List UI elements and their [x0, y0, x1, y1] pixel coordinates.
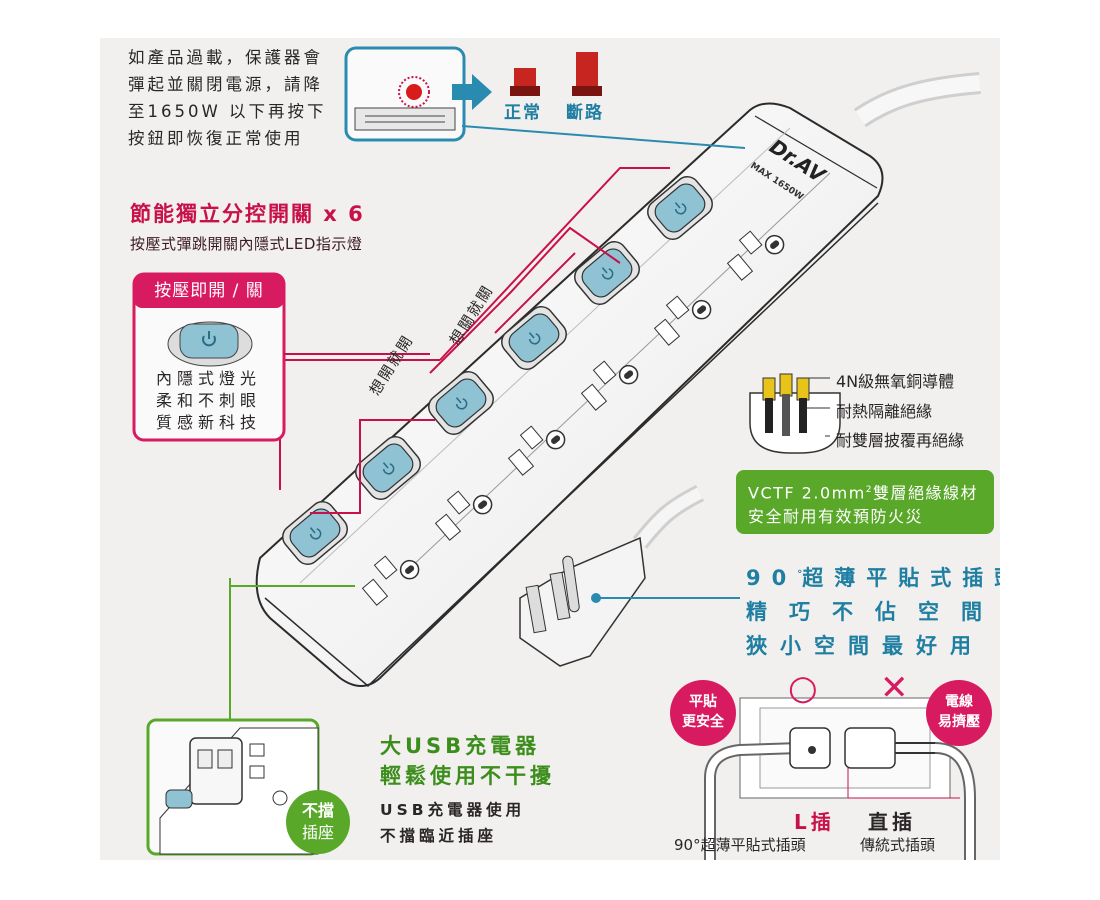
press-tag: 按壓即開 / 關: [134, 274, 284, 308]
switch-subtitle: 按壓式彈跳開關內隱式LED指示燈: [130, 235, 363, 253]
wire-squeeze-badge: 電線 易擠壓: [926, 680, 992, 746]
l-plug-sub: 90°超薄平貼式插頭: [674, 836, 806, 854]
overload-note: 如產品過載，保護器會 彈起並關閉電源，請降 至1650W 以下再按下 按鈕即恢復…: [128, 44, 327, 152]
outlet: [361, 555, 420, 606]
led-line: 柔和不刺眼: [156, 391, 262, 410]
usb-desc1: USB充電器使用: [380, 801, 526, 819]
overload-line: 至1650W 以下再按下: [128, 102, 327, 121]
good-mark-icon: ○: [788, 668, 818, 708]
vctf-line2: 安全耐用有效預防火災: [748, 507, 924, 527]
wire-squeeze-l2: 易擠壓: [938, 714, 980, 730]
power-icon: [202, 331, 216, 347]
plug-compare-illustration: [704, 697, 976, 860]
wire-item: 耐熱隔離絕緣: [836, 402, 933, 421]
flat-safe-l1: 平貼: [689, 694, 717, 710]
press-switch-inset: [132, 272, 430, 442]
no-block-bubble: 不擋 插座: [286, 790, 350, 854]
usb-headline2: 輕鬆使用不干擾: [380, 764, 555, 788]
plug-line1: 90°超薄平貼式插頭: [746, 562, 1000, 592]
plug-line3: 狹小空間最好用: [746, 634, 984, 658]
switch-button: [647, 176, 713, 240]
wire-cross-section-icon: [749, 373, 841, 454]
plug-degree: 90: [746, 566, 798, 590]
outlet: [507, 425, 566, 476]
wire-item: 4N級無氧銅導體: [836, 372, 955, 391]
led-line: 質感新科技: [156, 413, 262, 432]
switch-group: [282, 176, 713, 565]
usb-headline1: 大USB充電器: [380, 734, 541, 758]
wire-squeeze-l1: 電線: [945, 694, 973, 710]
wire-item: 耐雙層披覆再絕緣: [836, 431, 965, 450]
plug-line1-text: 超薄平貼式插頭: [802, 566, 1000, 590]
straight-plug-label: 直插: [868, 810, 916, 834]
power-strip-illustration: Dr.AV MAX 1650W: [132, 46, 981, 860]
break-state-icon: [572, 52, 602, 96]
switch-button: [355, 436, 421, 500]
switch-button: [282, 501, 348, 565]
state-normal-label: 正常: [504, 103, 542, 123]
l-plug-label: L插: [794, 810, 835, 834]
state-break-label: 斷路: [566, 103, 604, 123]
led-line: 內隱式燈光: [156, 369, 262, 388]
switch-button: [428, 371, 494, 435]
straight-plug-sub: 傳統式插頭: [860, 836, 936, 854]
bad-mark-icon: ✕: [880, 668, 909, 708]
switch-title: 節能獨立分控開關 x 6: [130, 202, 365, 226]
outlet: [653, 295, 712, 346]
red-reset-button-icon: [398, 76, 430, 108]
vctf-spec: VCTF 2.0mm: [748, 483, 866, 503]
usb-desc2: 不擋臨近插座: [380, 827, 498, 845]
outlet-group: [361, 230, 785, 606]
outlet: [580, 360, 639, 411]
flat-safe-badge: 平貼 更安全: [670, 680, 736, 746]
outlet: [434, 490, 493, 541]
led-description: 內隱式燈光 柔和不刺眼 質感新科技: [156, 368, 261, 434]
overload-line: 按鈕即恢復正常使用: [128, 129, 304, 148]
overload-line: 彈起並關閉電源，請降: [128, 75, 323, 94]
vctf-superscript: 2: [865, 485, 874, 495]
product-feature-panel: Dr.AV MAX 1650W: [100, 38, 1000, 860]
no-block-l2: 插座: [301, 823, 334, 842]
normal-state-icon: [510, 68, 540, 96]
usb-charger-illustration: [146, 578, 355, 856]
arrow-right-icon: [452, 74, 492, 110]
vctf-badge: VCTF 2.0mm2雙層絕緣線材 安全耐用有效預防火災: [736, 470, 994, 534]
plug-illustration: [519, 484, 740, 667]
flat-safe-l2: 更安全: [682, 714, 724, 730]
plug-line2: 精巧不佔空間: [746, 600, 1000, 624]
vctf-spec-rest: 雙層絕緣線材: [873, 483, 979, 503]
no-block-l1: 不擋: [301, 801, 334, 820]
reset-inset: [344, 46, 746, 149]
overload-line: 如產品過載，保護器會: [128, 48, 323, 67]
outlet: [726, 230, 785, 281]
switch-button: [574, 241, 640, 305]
switch-button: [501, 306, 567, 370]
